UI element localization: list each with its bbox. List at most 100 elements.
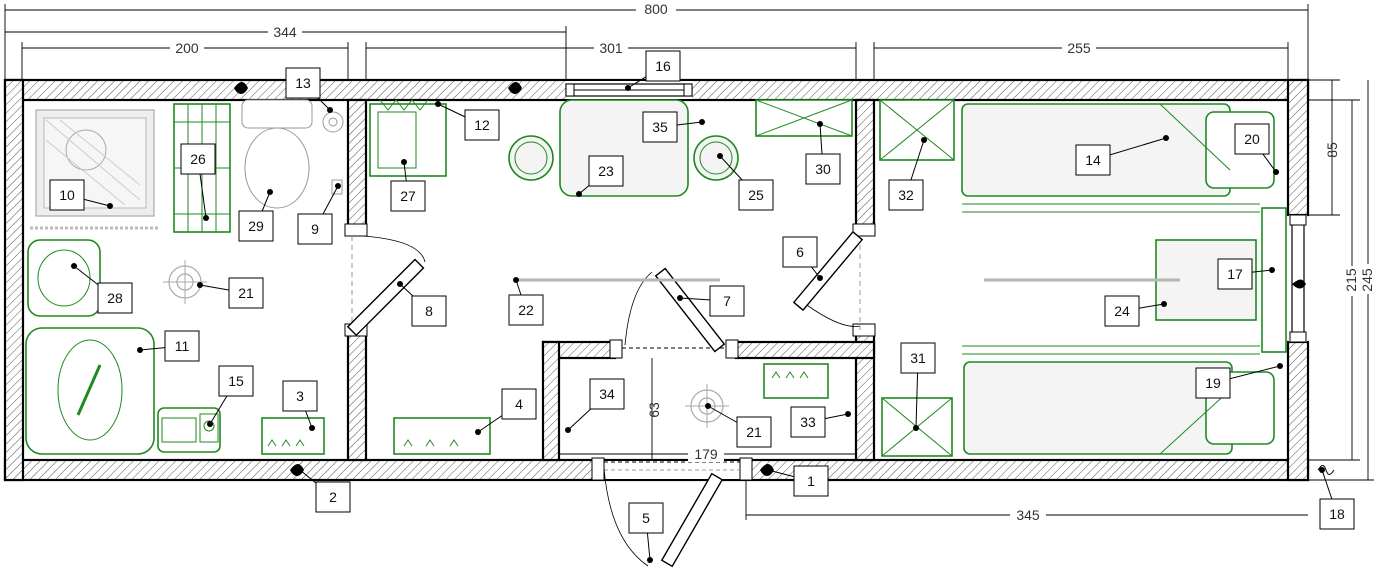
callout-number: 19: [1205, 375, 1221, 391]
callout-point: [845, 411, 851, 417]
callout-1: 1: [765, 465, 829, 497]
callout-number: 2: [329, 489, 337, 505]
dim-345: 345: [1016, 507, 1040, 523]
callout-19: 19: [1195, 363, 1283, 399]
callout-14: 14: [1075, 135, 1169, 176]
callout-27: 27: [390, 159, 426, 212]
callout-box: [628, 502, 664, 534]
callout-8: 8: [397, 281, 447, 327]
callout-box: [900, 342, 936, 374]
bed-top: [961, 103, 1275, 213]
callout-box: [588, 155, 624, 187]
callout-box: [508, 294, 544, 326]
callout-33: 33: [790, 406, 851, 438]
callout-number: 7: [723, 293, 731, 309]
callout-point: [1277, 363, 1283, 369]
interior-walls: [346, 98, 876, 462]
callout-4: 4: [475, 388, 537, 435]
callout-13: 13: [285, 67, 333, 113]
callout-number: 4: [515, 396, 523, 412]
dim-255: 255: [1067, 40, 1091, 56]
callout-35: 35: [642, 111, 705, 143]
floor-drain: [163, 260, 207, 304]
callout-box: [642, 111, 678, 143]
dim-179: 179: [694, 446, 718, 462]
callout-box: [738, 179, 774, 211]
callout-number: 33: [800, 414, 816, 430]
callout-number: 26: [190, 151, 206, 167]
dim-301: 301: [599, 40, 623, 56]
dim-200: 200: [175, 40, 199, 56]
dim-85: 85: [1324, 142, 1340, 158]
door-bathroom: [346, 235, 426, 337]
callout-point: [335, 183, 341, 189]
callout-number: 8: [425, 303, 433, 319]
callout-point: [1161, 301, 1167, 307]
callout-box: [180, 143, 216, 175]
callout-number: 35: [652, 119, 668, 135]
callout-box: [1217, 258, 1253, 290]
stool-left: [508, 135, 554, 181]
callout-number: 25: [748, 187, 764, 203]
dim-245: 245: [1359, 268, 1375, 292]
callout-5: 5: [628, 502, 664, 563]
callout-24: 24: [1104, 295, 1167, 327]
callout-box: [790, 406, 826, 438]
callout-number: 20: [1244, 131, 1260, 147]
dim-63: 63: [646, 402, 662, 418]
callout-point: [1163, 135, 1169, 141]
callout-box: [793, 465, 829, 497]
window-right: [1289, 214, 1307, 343]
callout-point: [309, 425, 315, 431]
callout-point: [699, 119, 705, 125]
callout-point: [513, 277, 519, 283]
callout-number: 27: [400, 188, 416, 204]
callout-17: 17: [1217, 258, 1275, 290]
callout-box: [164, 330, 200, 362]
callout-point: [817, 275, 823, 281]
callout-box: [390, 180, 426, 212]
callout-point: [435, 101, 441, 107]
callout-34: 34: [565, 378, 625, 433]
callout-number: 28: [107, 290, 123, 306]
door-hall: [624, 267, 726, 353]
radiator-hall: [763, 363, 829, 399]
callout-12: 12: [435, 101, 500, 141]
callout-point: [207, 421, 213, 427]
callout-number: 18: [1329, 506, 1345, 522]
callout-number: 13: [295, 75, 311, 91]
callout-point: [647, 557, 653, 563]
washbasin: [27, 239, 101, 317]
callout-number: 12: [474, 117, 490, 133]
callout-box: [709, 285, 745, 317]
callout-box: [315, 481, 351, 513]
callout-number: 23: [598, 163, 614, 179]
callout-number: 34: [599, 386, 615, 402]
callout-number: 3: [296, 388, 304, 404]
callout-number: 14: [1085, 152, 1101, 168]
callout-box: [736, 416, 772, 448]
callout-point: [765, 467, 771, 473]
callout-point: [197, 282, 203, 288]
callout-box: [1104, 295, 1140, 327]
callout-point: [717, 153, 723, 159]
callout-box: [49, 179, 85, 211]
callout-box: [1195, 367, 1231, 399]
callout-11: 11: [137, 330, 200, 362]
callout-box: [888, 179, 924, 211]
radiator-bathroom: [261, 417, 325, 455]
toilet: [241, 99, 313, 209]
callout-point: [475, 429, 481, 435]
bed-bottom: [962, 345, 1275, 455]
callout-7: 7: [677, 285, 745, 317]
callout-box: [228, 277, 264, 309]
callout-31: 31: [900, 342, 936, 431]
callout-point: [397, 281, 403, 287]
callout-29: 29: [238, 189, 274, 242]
boiler: [157, 407, 221, 453]
door-entrance: [603, 467, 724, 568]
wall-cabinet: [755, 99, 853, 137]
callout-3: 3: [282, 380, 318, 431]
